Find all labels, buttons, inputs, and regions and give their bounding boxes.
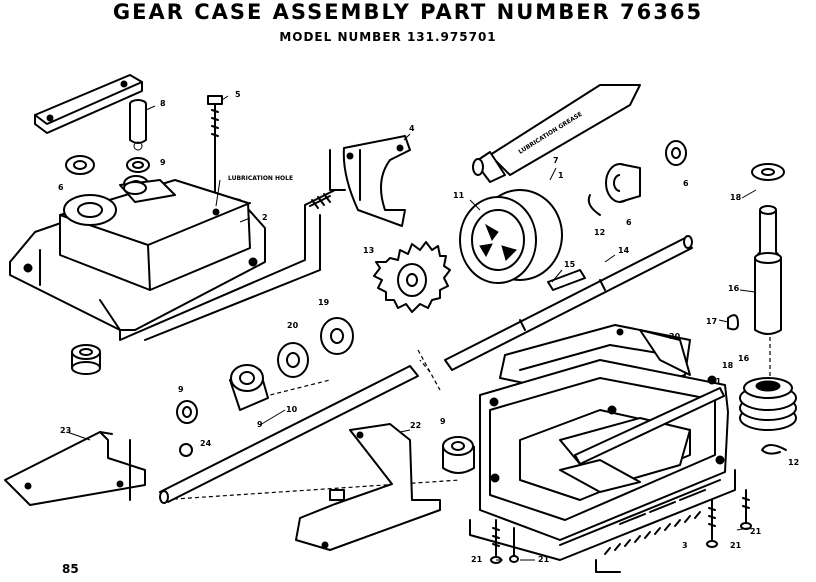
callout-label: 16: [738, 354, 750, 363]
callout-label: 9: [178, 385, 184, 394]
callout-label: 2: [262, 213, 268, 222]
callout-label: 15: [564, 260, 576, 269]
callout-label: 16: [728, 284, 740, 293]
washer-left: [65, 155, 95, 175]
page-title: GEAR CASE ASSEMBLY PART NUMBER 76365: [112, 0, 704, 24]
leader-lines: [66, 95, 757, 561]
gear-case-cover: [9, 179, 266, 331]
snap-ring: [761, 444, 787, 455]
worm-gear: [739, 377, 797, 431]
callout-label: 11: [453, 191, 465, 200]
nut-24: [179, 443, 193, 457]
bushing-upper-right: [605, 163, 641, 203]
woodruff-key: [727, 314, 739, 331]
lubrication-hole-label: LUBRICATION HOLE: [228, 175, 293, 182]
bolt-21-d: [740, 489, 752, 530]
callout-numbers: 8 5 6 9 4 7 6 11 6 12 18 13 15 14 16 19 …: [58, 90, 799, 564]
callout-label: 23: [60, 426, 71, 435]
callout-label: 14: [618, 246, 630, 255]
callout-label: 12: [788, 458, 799, 467]
callout-label: 21: [538, 555, 550, 564]
clutch-pulley: [459, 189, 563, 284]
shift-fork: [342, 135, 411, 227]
washer-lower-left: [176, 400, 198, 424]
callout-label: 18: [722, 361, 734, 370]
washer-19: [320, 317, 354, 355]
retaining-ring: [587, 194, 601, 216]
callout-label: 20: [287, 321, 299, 330]
callout-label: 3: [682, 541, 688, 550]
spur-gear: [373, 241, 451, 313]
bushing-left: [71, 344, 101, 375]
callout-label: 5: [235, 90, 241, 99]
bracket-plate: [34, 74, 143, 134]
bolt-21-c: [706, 499, 718, 548]
callout-label: 20: [669, 332, 681, 341]
callout-label: 13: [363, 246, 374, 255]
callout-label: 6: [58, 183, 64, 192]
bracket-23: [4, 431, 146, 506]
callout-label: 8: [160, 99, 166, 108]
callout-label: 21: [730, 541, 742, 550]
callout-label: 21: [471, 555, 483, 564]
callout-label: 9: [257, 420, 263, 429]
callout-label: 22: [410, 421, 421, 430]
callout-label: 24: [200, 439, 212, 448]
callout-label: 18: [730, 193, 742, 202]
callout-label: 7: [553, 156, 559, 165]
callout-label: 6: [626, 218, 632, 227]
shift-rod: [559, 387, 725, 493]
callout-label: 21: [710, 377, 722, 386]
callout-label: 6: [683, 179, 689, 188]
bracket-22: [295, 423, 441, 551]
callout-label: 1: [558, 171, 564, 180]
bushing-lower-left: [229, 364, 269, 411]
page-number: 85: [62, 562, 79, 576]
callout-label: 9: [160, 158, 166, 167]
pin-part: [129, 99, 147, 151]
key-part: [547, 269, 586, 291]
callout-label: 12: [594, 228, 605, 237]
washer-18: [277, 342, 309, 378]
callout-label: 21: [750, 527, 762, 536]
shaft-long: [444, 235, 693, 371]
callout-label: 4: [409, 124, 415, 133]
alignment-lines: [159, 330, 771, 501]
shaft-lower: [159, 365, 419, 504]
bushing-middle: [442, 436, 475, 474]
frame-outline: [119, 149, 346, 341]
callout-label: 17: [706, 317, 717, 326]
model-number: MODEL NUMBER 131.975701: [279, 30, 497, 44]
bolt-21-b: [509, 527, 519, 563]
washer-upper-right: [665, 140, 687, 166]
callout-label: 10: [286, 405, 298, 414]
callout-label: 9: [440, 417, 446, 426]
callout-label: 19: [318, 298, 330, 307]
vertical-shaft: [751, 163, 785, 335]
